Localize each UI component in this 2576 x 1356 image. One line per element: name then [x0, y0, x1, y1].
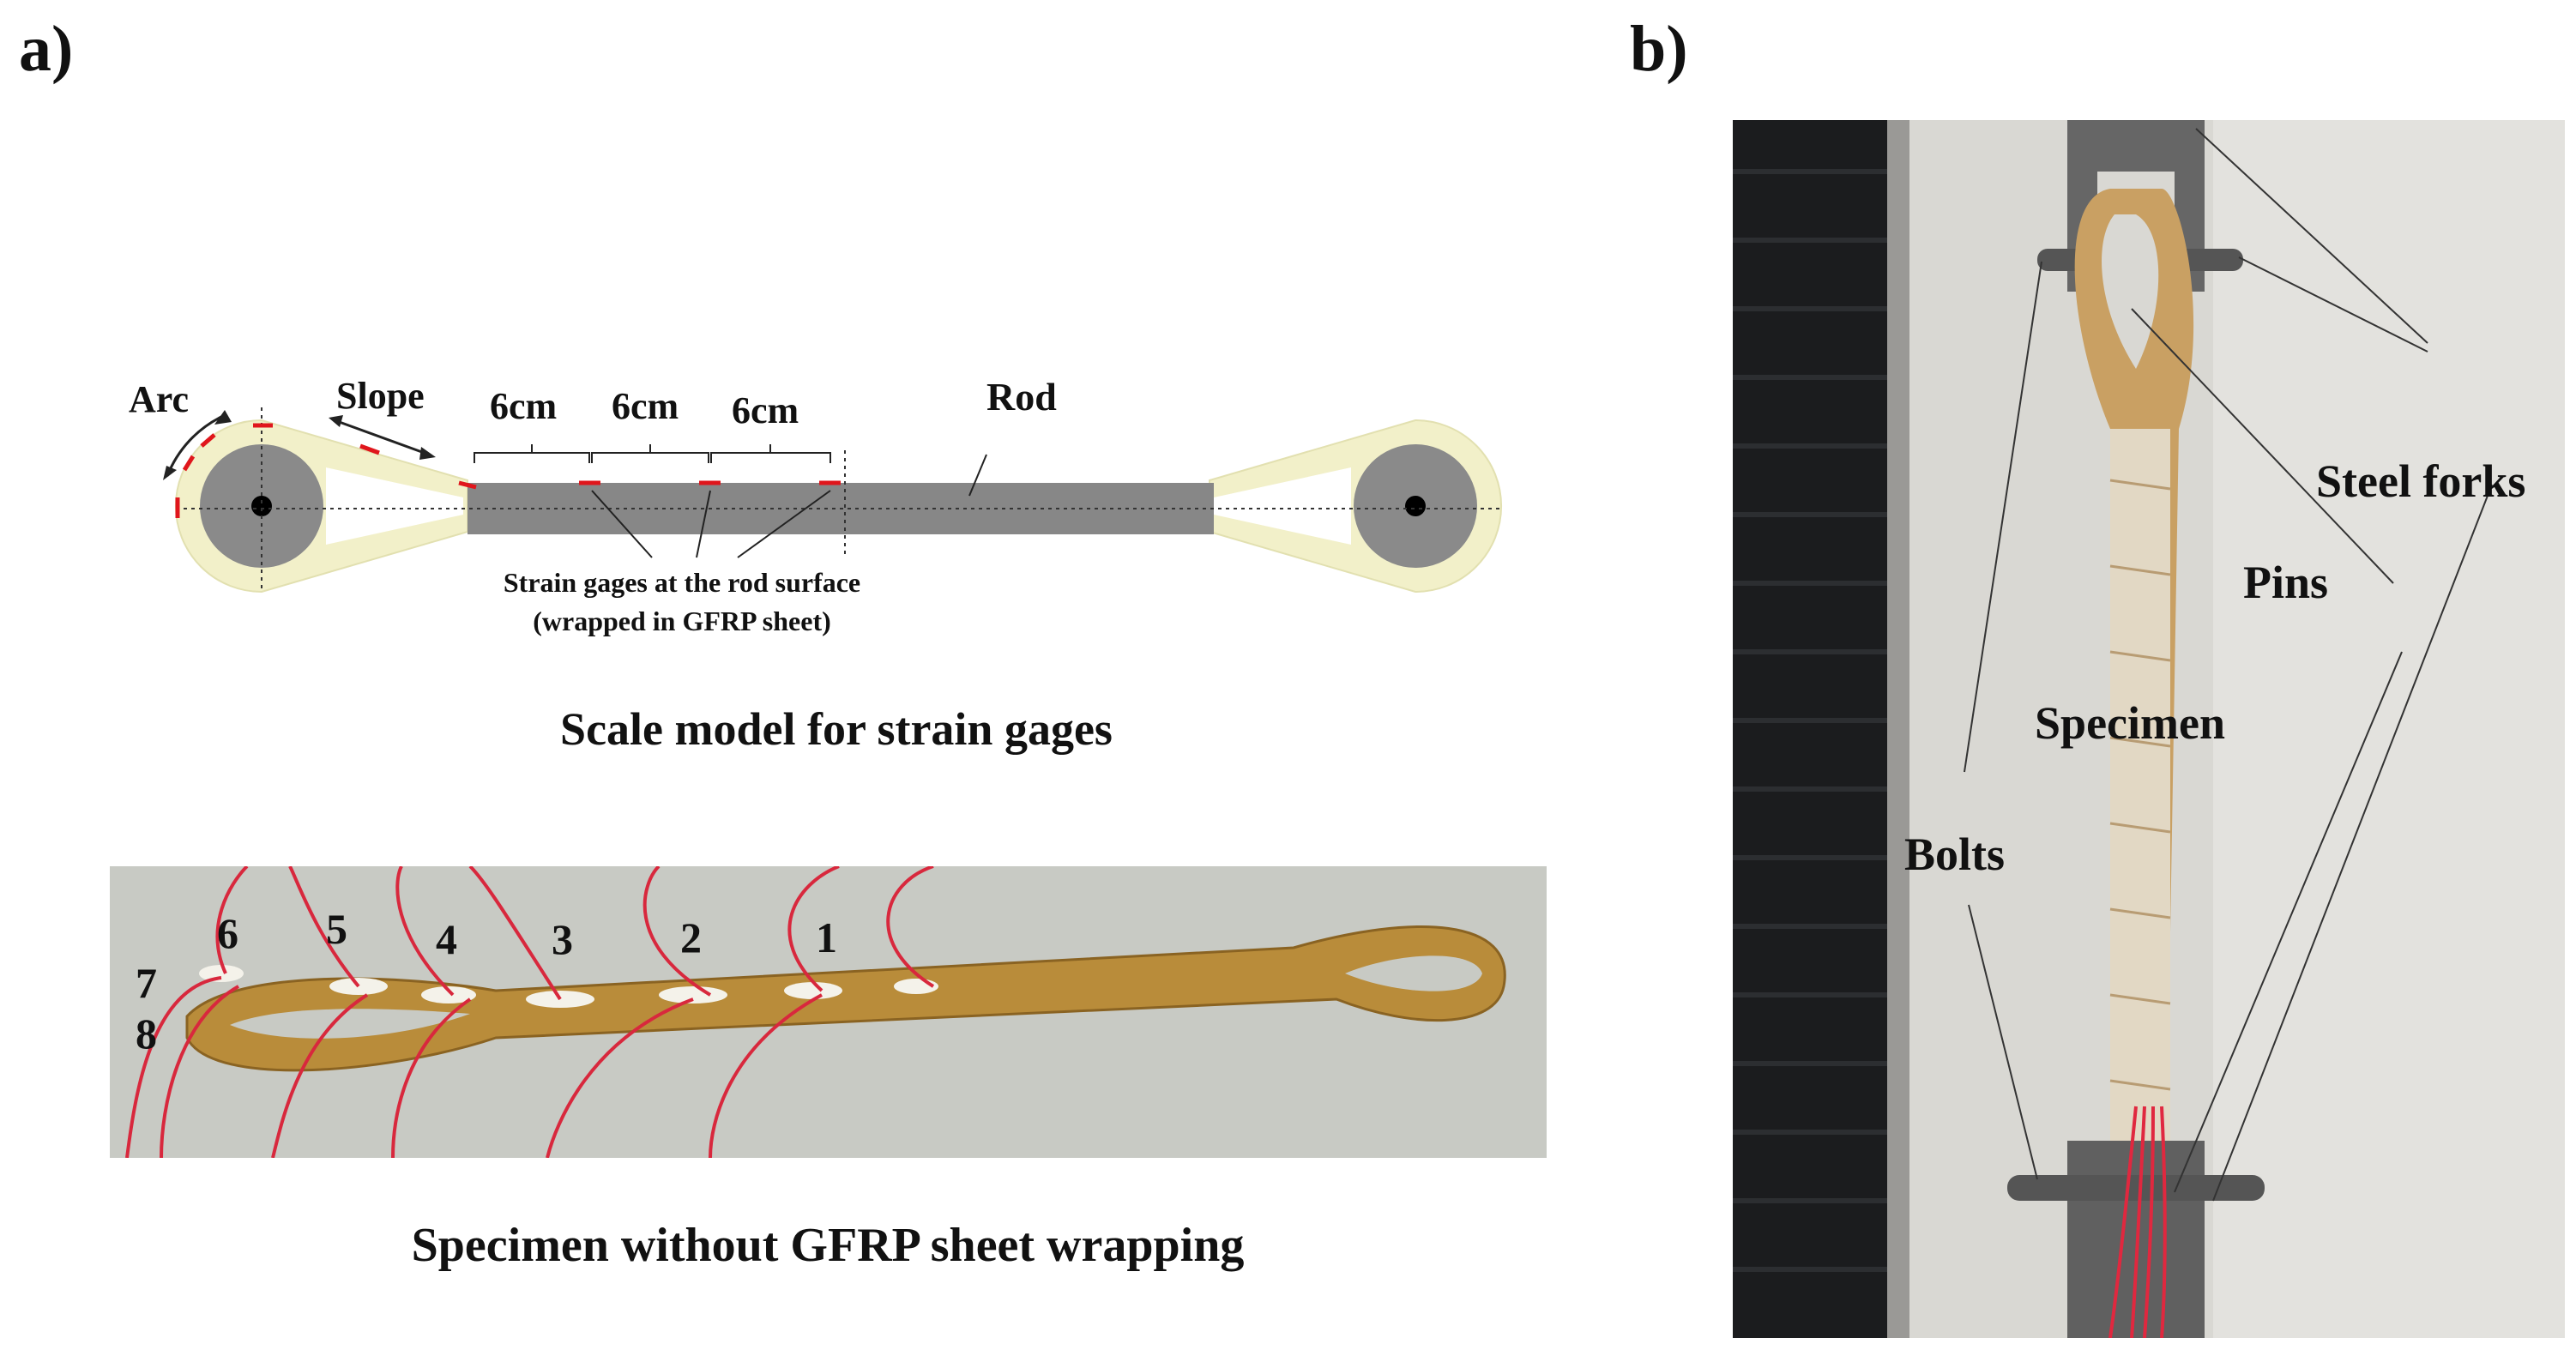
gages-label-line1: Strain gages at the rod surface [504, 567, 860, 598]
photo-caption: Specimen without GFRP sheet wrapping [411, 1219, 1245, 1272]
slope-label: Slope [336, 375, 425, 417]
gage-number-8: 8 [136, 1009, 157, 1058]
gage-number-3: 3 [552, 915, 573, 963]
bolts-callout: Bolts [1904, 829, 2006, 880]
rod-label: Rod [986, 375, 1057, 419]
spacing-label-1: 6cm [490, 385, 557, 427]
specimen-callout: Specimen [2035, 697, 2225, 749]
gage-number-6: 6 [217, 909, 238, 957]
roller-shutter [1733, 120, 1887, 1338]
specimen-photo: 1 2 3 4 5 6 7 8 [110, 866, 1547, 1158]
gages-label-line2: (wrapped in GFRP sheet) [533, 606, 831, 636]
pins-callout: Pins [2243, 557, 2329, 608]
spacing-label-2: 6cm [612, 385, 679, 427]
gage-number-1: 1 [816, 913, 837, 961]
gage-number-2: 2 [680, 913, 702, 961]
strain-gage-schematic: Arc Slope 6cm 6cm 6cm Rod Strain gages a… [129, 375, 1502, 755]
schematic-caption: Scale model for strain gages [560, 703, 1113, 755]
gage-number-4: 4 [436, 915, 457, 963]
test-setup-photo [1733, 120, 2565, 1338]
gage-number-5: 5 [326, 905, 347, 953]
panel-a-label: a) [19, 13, 74, 85]
spacing-label-3: 6cm [732, 389, 799, 431]
bottom-pin [2007, 1175, 2265, 1201]
arc-label: Arc [129, 378, 189, 420]
panel-b-label: b) [1630, 13, 1688, 85]
steel-forks-callout: Steel forks [2316, 455, 2526, 507]
gage-number-7: 7 [136, 959, 157, 1007]
